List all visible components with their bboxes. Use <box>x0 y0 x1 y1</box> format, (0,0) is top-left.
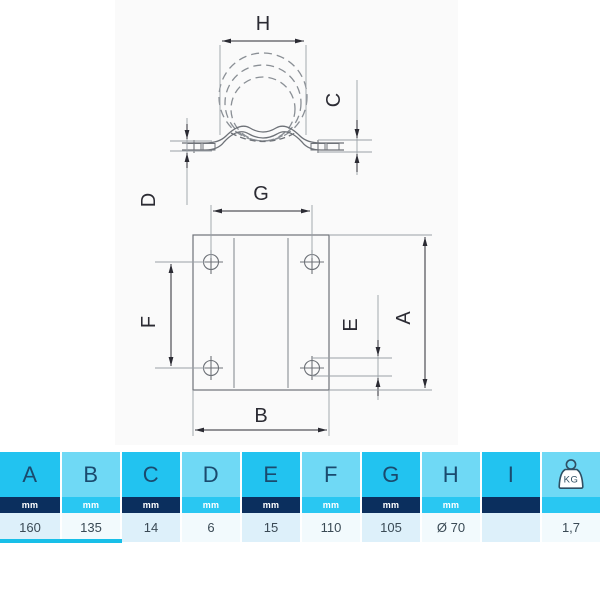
bolt-holes-group <box>199 250 324 380</box>
table-unit-band <box>542 497 600 513</box>
dimension-F <box>155 261 205 369</box>
pipe-circles-group <box>218 52 308 142</box>
table-value-cell: 14 <box>122 513 180 542</box>
table-header-letter: F <box>302 452 360 497</box>
dimension-label-C: C <box>323 93 345 107</box>
table-unit-band: mm <box>242 497 300 513</box>
table-unit-band: mm <box>122 497 180 513</box>
table-header-letter: B <box>62 452 120 497</box>
table-unit-band: mm <box>422 497 480 513</box>
table-header-letter: D <box>182 452 240 497</box>
table-value-cell: 105 <box>362 513 420 542</box>
table-unit-band: mm <box>62 497 120 513</box>
table-value-cell: Ø 70 <box>422 513 480 542</box>
table-header-letter: E <box>242 452 300 497</box>
table-value-cell <box>482 513 540 542</box>
table-value-cell: 15 <box>242 513 300 542</box>
table-value-cell: 160 <box>0 513 60 542</box>
table-unit-band <box>482 497 540 513</box>
table-column-i: I <box>480 452 540 542</box>
table-header-letter: H <box>422 452 480 497</box>
table-header-letter: G <box>362 452 420 497</box>
dimension-H <box>219 38 307 135</box>
svg-text:KG: KG <box>564 474 579 485</box>
drawing-background-panel <box>115 0 458 445</box>
table-value-cell: 135 <box>62 513 120 542</box>
table-accent-bar <box>0 539 122 543</box>
dimension-label-G: G <box>253 183 269 205</box>
table-header-letter: I <box>482 452 540 497</box>
table-header-letter: A <box>0 452 60 497</box>
dimension-label-B: B <box>254 405 267 427</box>
dimension-G <box>210 205 313 258</box>
table-unit-band: mm <box>0 497 60 513</box>
table-header-letter: C <box>122 452 180 497</box>
weight-kg-icon: KG <box>542 452 600 497</box>
dimension-D <box>170 118 212 205</box>
base-plate-group <box>192 234 330 391</box>
table-value-cell: 110 <box>302 513 360 542</box>
table-column-kg: KG 1,7 <box>540 452 600 542</box>
dimension-A <box>329 234 432 391</box>
technical-drawing-svg: H C D G F E A B <box>138 13 432 436</box>
dimension-label-F: F <box>138 316 160 328</box>
table-unit-band: mm <box>182 497 240 513</box>
dimension-C <box>318 80 372 175</box>
clamp-bracket-group <box>182 125 344 153</box>
technical-drawing-area: H C D G F E A B <box>115 0 458 445</box>
dimension-label-D: D <box>138 193 160 207</box>
table-unit-band: mm <box>302 497 360 513</box>
table-value-cell: 6 <box>182 513 240 542</box>
dimension-B <box>192 390 330 436</box>
dimension-label-A: A <box>393 311 415 325</box>
dimension-label-H: H <box>256 13 270 35</box>
dimension-label-E: E <box>340 318 362 331</box>
dimension-E <box>312 295 392 400</box>
table-unit-band: mm <box>362 497 420 513</box>
weight-kg-icon: KG <box>556 452 586 497</box>
table-value-cell: 1,7 <box>542 513 600 542</box>
